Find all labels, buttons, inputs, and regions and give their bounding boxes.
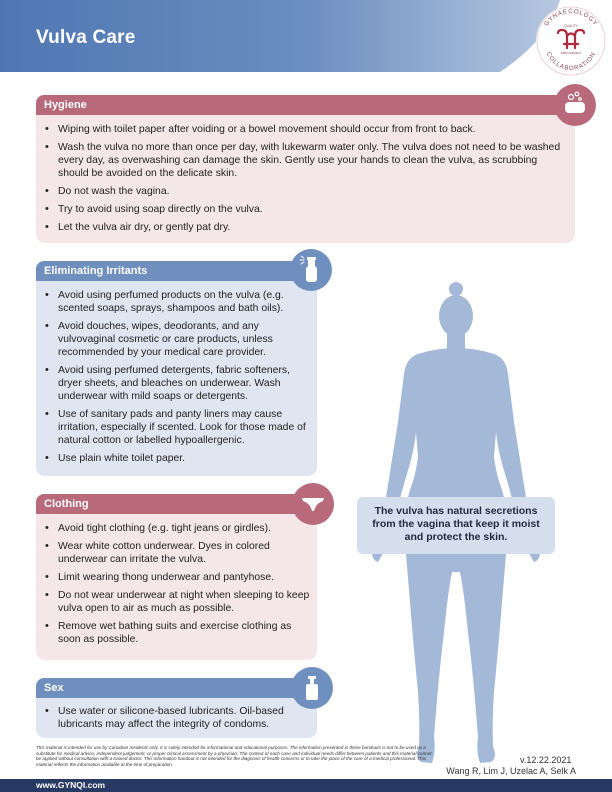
list-item: Remove wet bathing suits and exercise cl… <box>44 620 311 646</box>
body-silhouette <box>371 282 541 763</box>
irritants-section: Eliminating Irritants Avoid using perfum… <box>36 261 317 476</box>
spray-bottle-icon <box>290 249 332 291</box>
footer-bar <box>0 779 612 792</box>
list-item: Use water or silicone-based lubricants. … <box>44 705 311 731</box>
clothing-heading: Clothing <box>36 494 317 514</box>
list-item: Try to avoid using soap directly on the … <box>44 203 567 216</box>
list-item: Do not wash the vagina. <box>44 185 567 198</box>
clothing-section: Clothing Avoid tight clothing (e.g. tigh… <box>36 494 317 660</box>
page-title: Vulva Care <box>36 27 136 48</box>
sex-heading: Sex <box>36 678 317 698</box>
list-item: Wash the vulva no more than once per day… <box>44 141 567 180</box>
list-item: Do not wear underwear at night when slee… <box>44 589 311 615</box>
sex-section: Sex Use water or silicone-based lubrican… <box>36 678 317 738</box>
logo-text-improvement: IMPROVEMENT <box>561 51 582 55</box>
list-item: Wear white cotton underwear. Dyes in col… <box>44 540 311 566</box>
gynqi-logo: GYNAECOLOGY COLLABORATION QUALITY IMPROV… <box>536 6 606 76</box>
underwear-icon <box>292 483 334 525</box>
irritants-list: Avoid using perfumed products on the vul… <box>44 289 311 470</box>
list-item: Let the vulva air dry, or gently pat dry… <box>44 221 567 234</box>
sex-list: Use water or silicone-based lubricants. … <box>44 705 311 736</box>
disclaimer-text: This material is intended for use by Can… <box>36 745 432 767</box>
list-item: Avoid using perfumed products on the vul… <box>44 289 311 315</box>
hygiene-list: Wiping with toilet paper after voiding o… <box>44 123 567 239</box>
lubricant-bottle-icon <box>291 667 333 709</box>
hygiene-heading: Hygiene <box>36 95 575 115</box>
version-label: v.12.22.2021 <box>520 755 572 765</box>
list-item: Limit wearing thong underwear and pantyh… <box>44 571 311 584</box>
list-item: Wiping with toilet paper after voiding o… <box>44 123 567 136</box>
list-item: Use of sanitary pads and panty liners ma… <box>44 408 311 447</box>
list-item: Avoid tight clothing (e.g. tight jeans o… <box>44 522 311 535</box>
soap-bar-icon <box>554 84 596 126</box>
clothing-list: Avoid tight clothing (e.g. tight jeans o… <box>44 522 311 651</box>
list-item: Use plain white toilet paper. <box>44 452 311 465</box>
irritants-heading: Eliminating Irritants <box>36 261 317 281</box>
list-item: Avoid douches, wipes, deodorants, and an… <box>44 320 311 359</box>
hygiene-section: Hygiene Wiping with toilet paper after v… <box>36 95 575 243</box>
page-header: Vulva Care <box>0 0 612 72</box>
header-band <box>0 0 560 72</box>
authors-label: Wang R, Lim J, Uzelac A, Selk A <box>446 766 576 776</box>
website-link[interactable]: www.GYNQI.com <box>36 780 106 790</box>
list-item: Avoid using perfumed detergents, fabric … <box>44 364 311 403</box>
logo-text-quality: QUALITY <box>564 24 579 28</box>
secretions-callout: The vulva has natural secretions from th… <box>357 497 555 554</box>
